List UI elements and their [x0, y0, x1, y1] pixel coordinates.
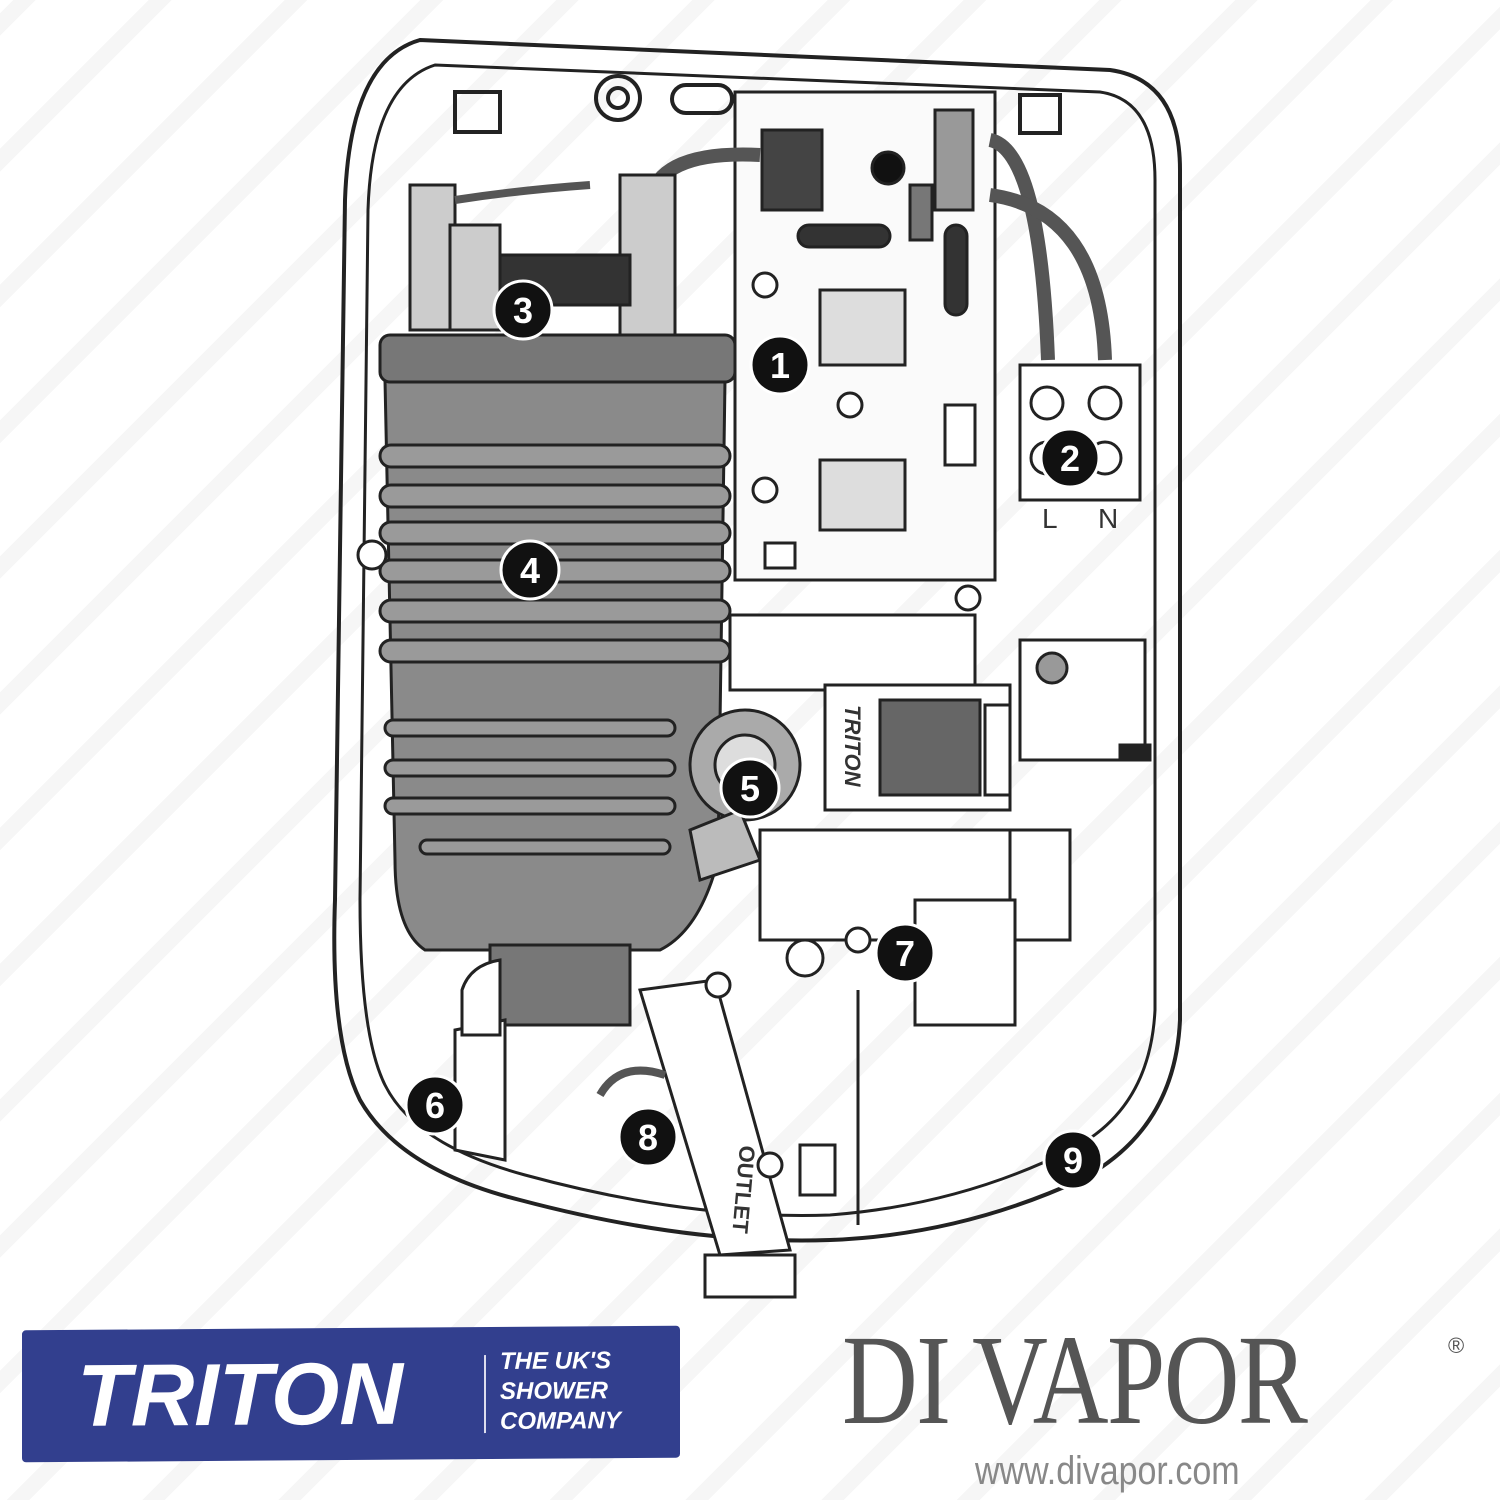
- svg-text:2: 2: [1060, 438, 1080, 479]
- tagline-line: COMPANY: [500, 1407, 621, 1435]
- solenoid-valve: [688, 613, 1072, 1027]
- callouts: 1 2 3 4 5 6 7 8 9: [404, 279, 1104, 1191]
- registered-mark: ®: [1448, 1333, 1465, 1358]
- svg-text:4: 4: [520, 550, 540, 591]
- callout-5: 5: [719, 757, 781, 819]
- casing-inner: [358, 63, 1157, 1217]
- callout-1: 1: [749, 334, 811, 396]
- divapor-url[interactable]: www.divapor.com: [975, 1449, 1240, 1493]
- terminal-label-neutral: N: [1098, 503, 1118, 534]
- heater-tank: [356, 333, 737, 1027]
- svg-text:6: 6: [425, 1085, 445, 1126]
- svg-text:5: 5: [740, 768, 760, 809]
- outlet-pipework: [453, 958, 860, 1299]
- valve-brand-text: TRITON: [840, 705, 865, 788]
- terminal-label-live: L: [1042, 503, 1058, 534]
- callout-4: 4: [499, 539, 561, 601]
- tagline-line: THE UK'S: [500, 1347, 612, 1375]
- callout-6: 6: [404, 1074, 466, 1136]
- triton-wordmark: TRITON: [77, 1343, 403, 1445]
- tagline-line: SHOWER: [500, 1377, 608, 1405]
- callout-2: 2: [1039, 427, 1101, 489]
- callout-9: 9: [1042, 1129, 1104, 1191]
- triton-tagline: THE UK'S SHOWER COMPANY: [500, 1346, 621, 1437]
- svg-text:8: 8: [638, 1117, 658, 1158]
- triton-logo: TRITON THE UK'S SHOWER COMPANY: [22, 1325, 680, 1463]
- casing-outer: [332, 37, 1182, 1243]
- callout-7: 7: [874, 922, 936, 984]
- callout-8: 8: [617, 1106, 679, 1168]
- thermal-cutout: [408, 173, 677, 337]
- callout-3: 3: [492, 279, 554, 341]
- svg-text:1: 1: [770, 345, 790, 386]
- svg-text:7: 7: [895, 933, 915, 974]
- svg-text:3: 3: [513, 290, 533, 331]
- logo-divider: [484, 1355, 486, 1434]
- svg-text:9: 9: [1063, 1140, 1083, 1181]
- earth-plate: [1018, 638, 1152, 762]
- divapor-logo: DI VAPOR: [842, 1309, 1308, 1451]
